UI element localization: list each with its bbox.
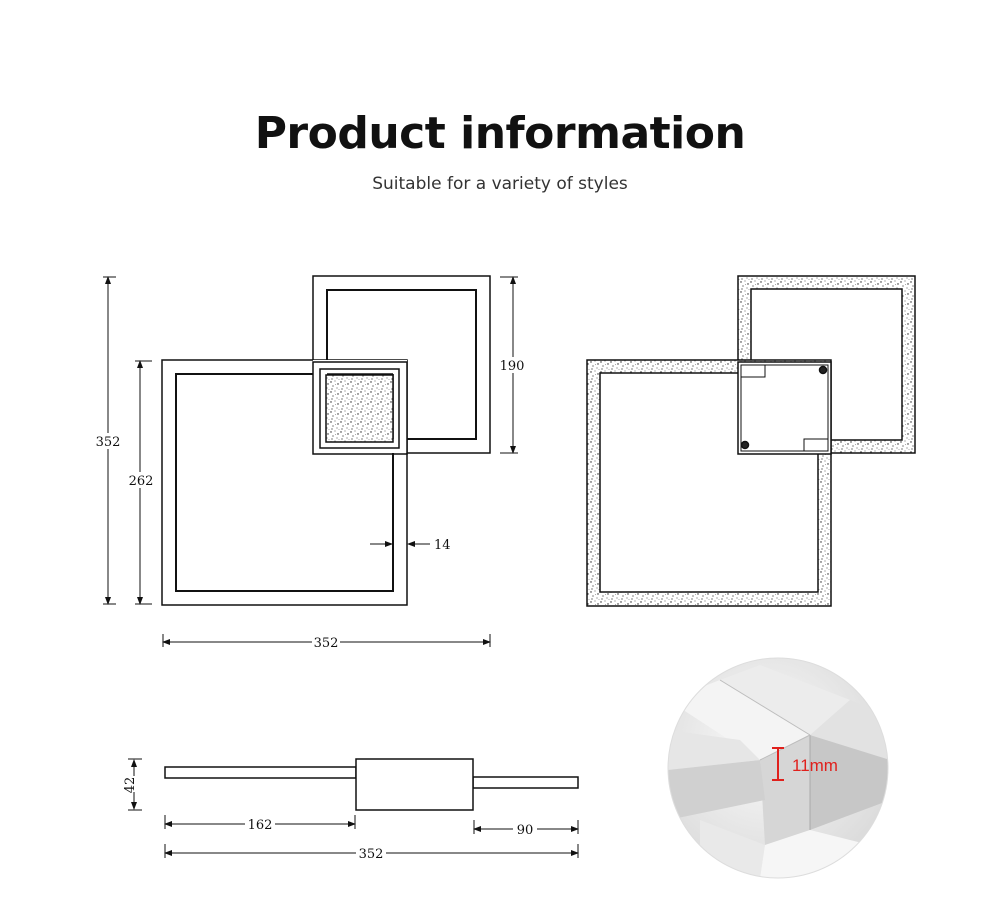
dim-side-right: 90 (517, 823, 534, 838)
front-view-drawing (161, 275, 491, 606)
back-center-box (737, 361, 832, 455)
page-title: Product information (254, 108, 746, 159)
thickness-marker (772, 747, 784, 781)
dim-top-square: 190 (500, 359, 525, 374)
side-left-arm (164, 766, 357, 779)
center-box (312, 361, 408, 455)
dim-side-total: 352 (359, 847, 384, 862)
thickness-label: 11mm (792, 756, 838, 775)
screw-hole-top (818, 365, 828, 375)
center-box-inner (319, 368, 400, 449)
dim-square-height: 262 (129, 474, 154, 489)
dim-total-width: 352 (314, 636, 339, 651)
side-view-drawing (164, 758, 579, 811)
dim-frame-width: 14 (434, 538, 451, 553)
dim-side-left: 162 (248, 818, 273, 833)
back-view-drawing (586, 275, 916, 607)
detail-photo (668, 658, 888, 878)
mount-clip-top (740, 364, 766, 378)
side-right-arm (472, 776, 579, 789)
lower-square-inner (175, 373, 394, 592)
screw-hole-bottom (740, 440, 750, 450)
speckled-panel (325, 374, 394, 443)
side-center-box (355, 758, 474, 811)
dim-side-height: 42 (123, 777, 138, 794)
page-subtitle: Suitable for a variety of styles (372, 174, 628, 194)
mount-clip-bottom (803, 438, 829, 452)
dim-total-height: 352 (96, 435, 121, 450)
